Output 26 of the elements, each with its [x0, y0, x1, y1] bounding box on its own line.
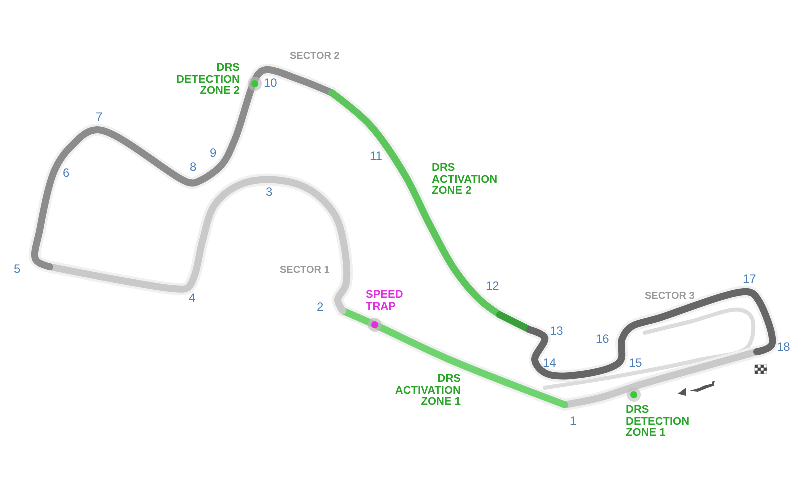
corner-number: 8: [190, 161, 197, 174]
corner-number: 11: [370, 150, 382, 163]
sector-label: SECTOR 3: [645, 292, 695, 302]
corner-number: 10: [264, 77, 278, 90]
corner-number: 2: [317, 301, 324, 314]
drs-zone-label: DRS ACTIVATION ZONE 2: [432, 163, 499, 198]
drs-zone-label: DRS ACTIVATION ZONE 1: [394, 374, 461, 409]
drs-zone-label: DRS DETECTION ZONE 2: [175, 63, 240, 98]
corner-number: 15: [629, 357, 642, 370]
sector-label: SECTOR 1: [280, 266, 330, 276]
corner-number: 6: [63, 167, 70, 180]
corner-number: 12: [486, 280, 500, 293]
corner-number: 5: [14, 263, 21, 276]
corner-number: 4: [189, 292, 196, 305]
corner-number: 1: [570, 415, 577, 428]
speed-trap-label: SPEED TRAP: [366, 290, 404, 314]
corner-number: 9: [210, 147, 217, 160]
corner-number: 14: [543, 357, 556, 370]
corner-number: 16: [596, 333, 610, 346]
corner-number: 7: [96, 111, 103, 124]
corner-number: 17: [743, 273, 756, 286]
corner-number: 13: [550, 325, 564, 338]
corner-number: 18: [777, 341, 790, 354]
corner-number: 3: [266, 186, 273, 199]
drs-zone-label: DRS DETECTION ZONE 1: [626, 405, 691, 440]
sector-label: SECTOR 2: [290, 52, 340, 62]
